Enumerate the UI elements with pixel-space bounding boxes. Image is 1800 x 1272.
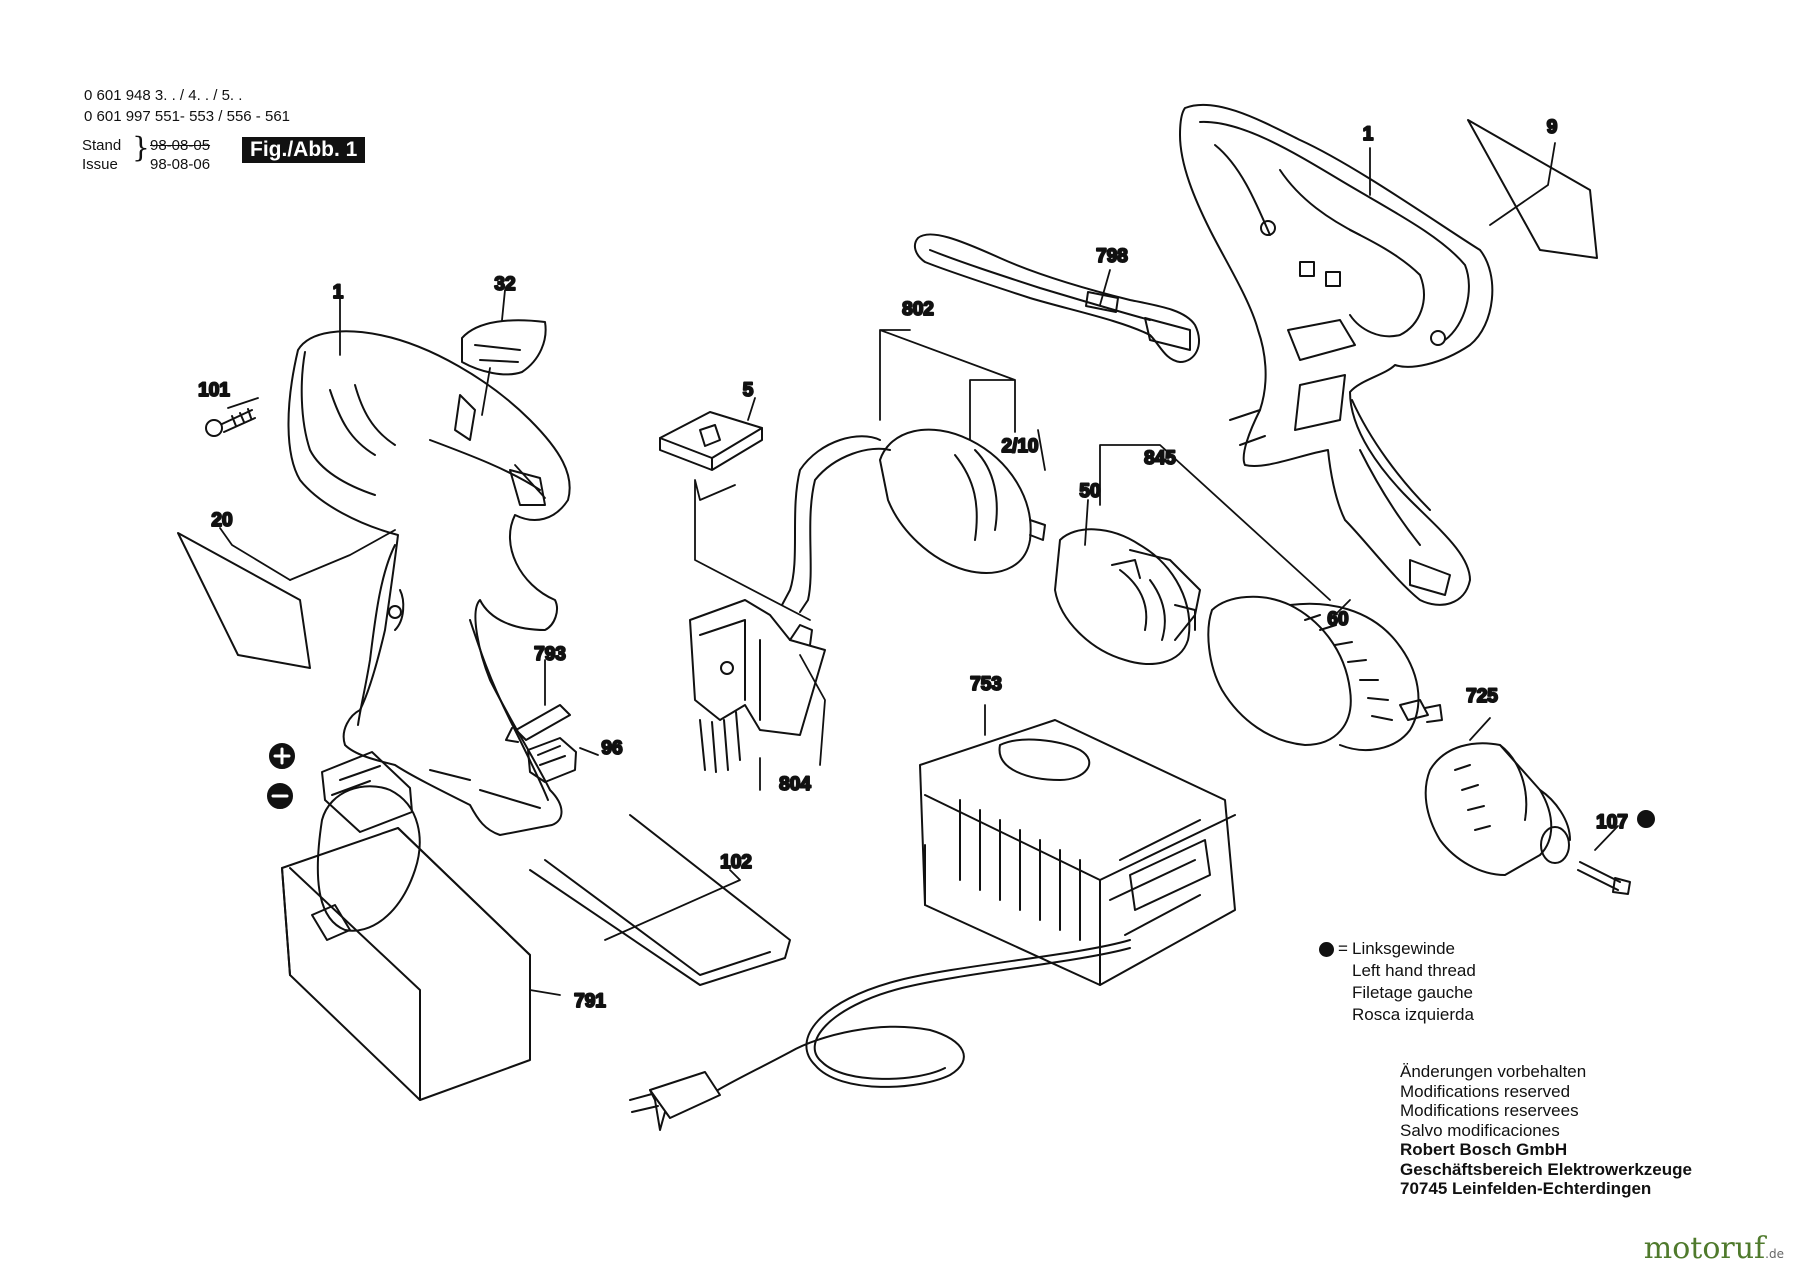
switch-button xyxy=(527,737,577,783)
issue-date: 98-08-06 xyxy=(150,156,211,173)
callout-793: 793 xyxy=(534,644,566,665)
callout-20: 20 xyxy=(211,510,232,531)
callout-32: 32 xyxy=(494,274,515,295)
callout-5: 5 xyxy=(743,380,754,401)
callout-845: 845 xyxy=(1144,448,1176,469)
screwdriver-bit xyxy=(505,704,571,743)
callout-60: 60 xyxy=(1327,609,1348,630)
brace-icon: } xyxy=(132,131,150,164)
keyless-chuck xyxy=(1424,742,1571,876)
callout-101: 101 xyxy=(198,380,230,401)
gear-assembly-60 xyxy=(1207,595,1443,751)
battery-charger xyxy=(919,719,1236,986)
housing-right-half xyxy=(1179,103,1494,606)
callout-798: 798 xyxy=(1096,246,1128,267)
legend-equals: = xyxy=(1338,939,1348,958)
motor-with-wires xyxy=(781,428,1046,613)
cover-part xyxy=(461,319,547,376)
callout-102: 102 xyxy=(720,852,752,873)
callout-802: 802 xyxy=(902,299,934,320)
battery-pack xyxy=(281,751,531,1101)
leader-lines xyxy=(219,142,1619,996)
callout-725: 725 xyxy=(1466,686,1498,707)
figure-badge: Fig./Abb. 1 xyxy=(242,137,366,163)
note-line: Modifications reservees xyxy=(1400,1101,1579,1120)
legend-line: Linksgewinde xyxy=(1352,939,1456,958)
callout-96: 96 xyxy=(601,738,622,759)
left-hand-thread-marker-icon xyxy=(1637,810,1655,828)
watermark-suffix: .de xyxy=(1765,1247,1784,1261)
model-number-line-1: 0 601 948 3. . / 4. . / 5. . xyxy=(84,87,243,104)
callout-2-10: 2/10 xyxy=(1002,436,1039,457)
manufacturer-notes: Änderungen vorbehalten Modifications res… xyxy=(1400,1062,1692,1199)
screw-101 xyxy=(205,408,256,437)
note-line: Änderungen vorbehalten xyxy=(1400,1062,1587,1081)
belt-clip xyxy=(529,814,791,986)
callout-107: 107 xyxy=(1596,812,1628,833)
slider-switch xyxy=(659,411,763,471)
wrist-strap xyxy=(913,233,1200,363)
company-address: 70745 Leinfelden-Echterdingen xyxy=(1400,1179,1652,1198)
stand-date: 98-08-05 xyxy=(150,137,211,154)
callout-1-left: 1 xyxy=(333,282,344,303)
model-number-line-2: 0 601 997 551- 553 / 556 - 561 xyxy=(84,108,291,125)
bullet-icon xyxy=(1319,942,1334,957)
legend: = Linksgewinde Left hand thread Filetage… xyxy=(1319,938,1476,1026)
callout-1-right: 1 xyxy=(1363,124,1374,145)
legend-line: Filetage gauche xyxy=(1352,983,1473,1002)
note-line: Modifications reserved xyxy=(1400,1081,1571,1101)
callout-753: 753 xyxy=(970,674,1002,695)
power-cord-and-plug xyxy=(629,939,1131,1131)
nameplate xyxy=(177,532,311,669)
legend-line: Rosca izquierda xyxy=(1352,1005,1474,1024)
watermark-name: motoruf xyxy=(1643,1231,1766,1266)
label-plate xyxy=(1467,119,1598,259)
screw-107 xyxy=(1577,861,1631,895)
callout-791: 791 xyxy=(574,991,606,1012)
stand-label: Stand xyxy=(82,137,122,154)
issue-label: Issue xyxy=(82,156,118,173)
watermark-logo: motoruf.de xyxy=(1644,1231,1784,1266)
callout-50: 50 xyxy=(1079,481,1100,502)
callout-804: 804 xyxy=(779,774,811,795)
callout-9: 9 xyxy=(1547,117,1558,138)
company-name: Robert Bosch GmbH xyxy=(1400,1140,1568,1159)
drill-housing-left xyxy=(287,330,571,836)
company-division: Geschäftsbereich Elektrowerkzeuge xyxy=(1400,1159,1692,1179)
legend-line: Left hand thread xyxy=(1352,961,1476,980)
note-line: Salvo modificaciones xyxy=(1400,1120,1560,1140)
gear-housing-50 xyxy=(1054,528,1201,665)
trigger-switch xyxy=(689,599,826,773)
